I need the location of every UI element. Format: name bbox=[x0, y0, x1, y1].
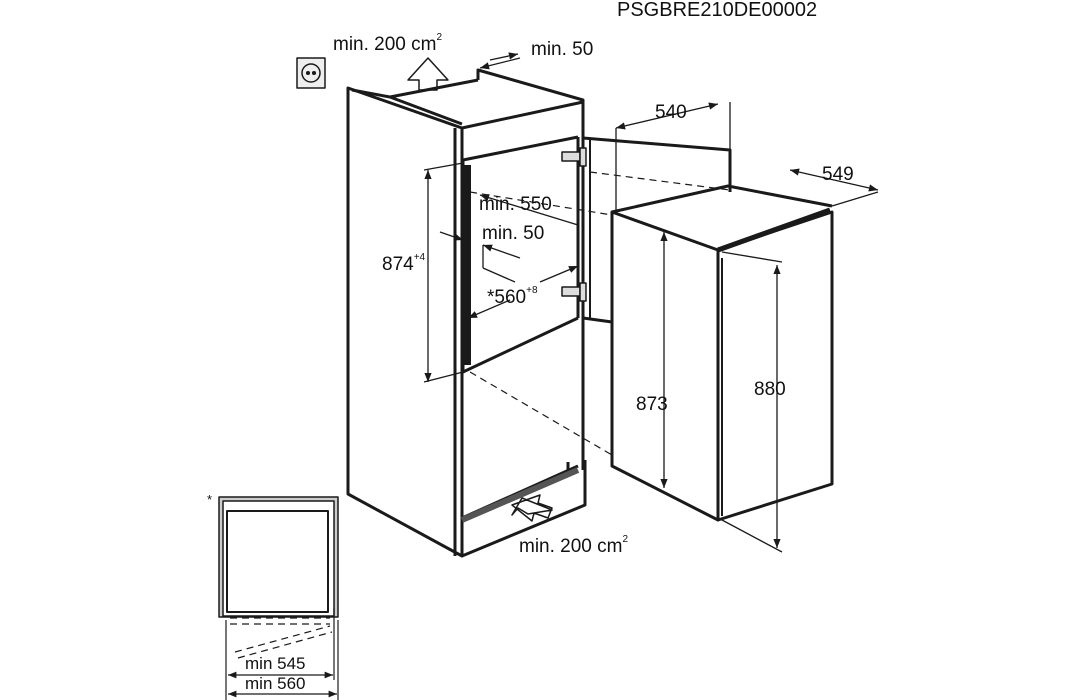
document-code: PSGBRE210DE00002 bbox=[617, 0, 818, 21]
cabinet-niche bbox=[346, 68, 732, 558]
vent-up-arrow-icon bbox=[407, 57, 449, 91]
power-socket-icon bbox=[296, 57, 326, 89]
bottom-vent-sup: 2 bbox=[622, 534, 629, 545]
appliance bbox=[610, 184, 834, 522]
plan-view bbox=[218, 496, 339, 700]
niche-height-label: 874+4 bbox=[382, 252, 426, 275]
appliance-width-label: 540 bbox=[655, 102, 687, 123]
niche-width-label: *560+8 bbox=[487, 285, 538, 308]
top-vent-sup: 2 bbox=[436, 32, 443, 43]
dimension-lines bbox=[423, 52, 879, 553]
niche-width-text: *560 bbox=[487, 287, 527, 308]
asterisk-note: * bbox=[207, 492, 213, 507]
plan-min-560-label: min 560 bbox=[245, 674, 306, 693]
niche-height-tol: +4 bbox=[413, 252, 426, 263]
vent-in-arrow-icon bbox=[511, 494, 553, 522]
appliance-height-label: 880 bbox=[754, 379, 786, 400]
top-vent-label: min. 200 cm2 bbox=[333, 32, 443, 55]
plan-min-545-label: min 545 bbox=[245, 654, 306, 673]
bottom-vent-text: min. 200 cm bbox=[519, 536, 623, 557]
appliance-depth-label: 549 bbox=[822, 164, 854, 185]
rear-gap-label: min. 50 bbox=[482, 223, 545, 244]
bottom-vent-label: min. 200 cm2 bbox=[519, 534, 629, 557]
depth-min-label: min. 550 bbox=[479, 194, 552, 215]
hinge-icon bbox=[561, 147, 587, 302]
top-gap-label: min. 50 bbox=[531, 39, 594, 60]
niche-width-tol: +8 bbox=[526, 285, 538, 296]
top-vent-text: min. 200 cm bbox=[333, 34, 437, 55]
niche-height-text: 874 bbox=[382, 254, 414, 275]
guide-lines bbox=[469, 171, 731, 456]
appliance-body-height-label: 873 bbox=[636, 394, 668, 415]
